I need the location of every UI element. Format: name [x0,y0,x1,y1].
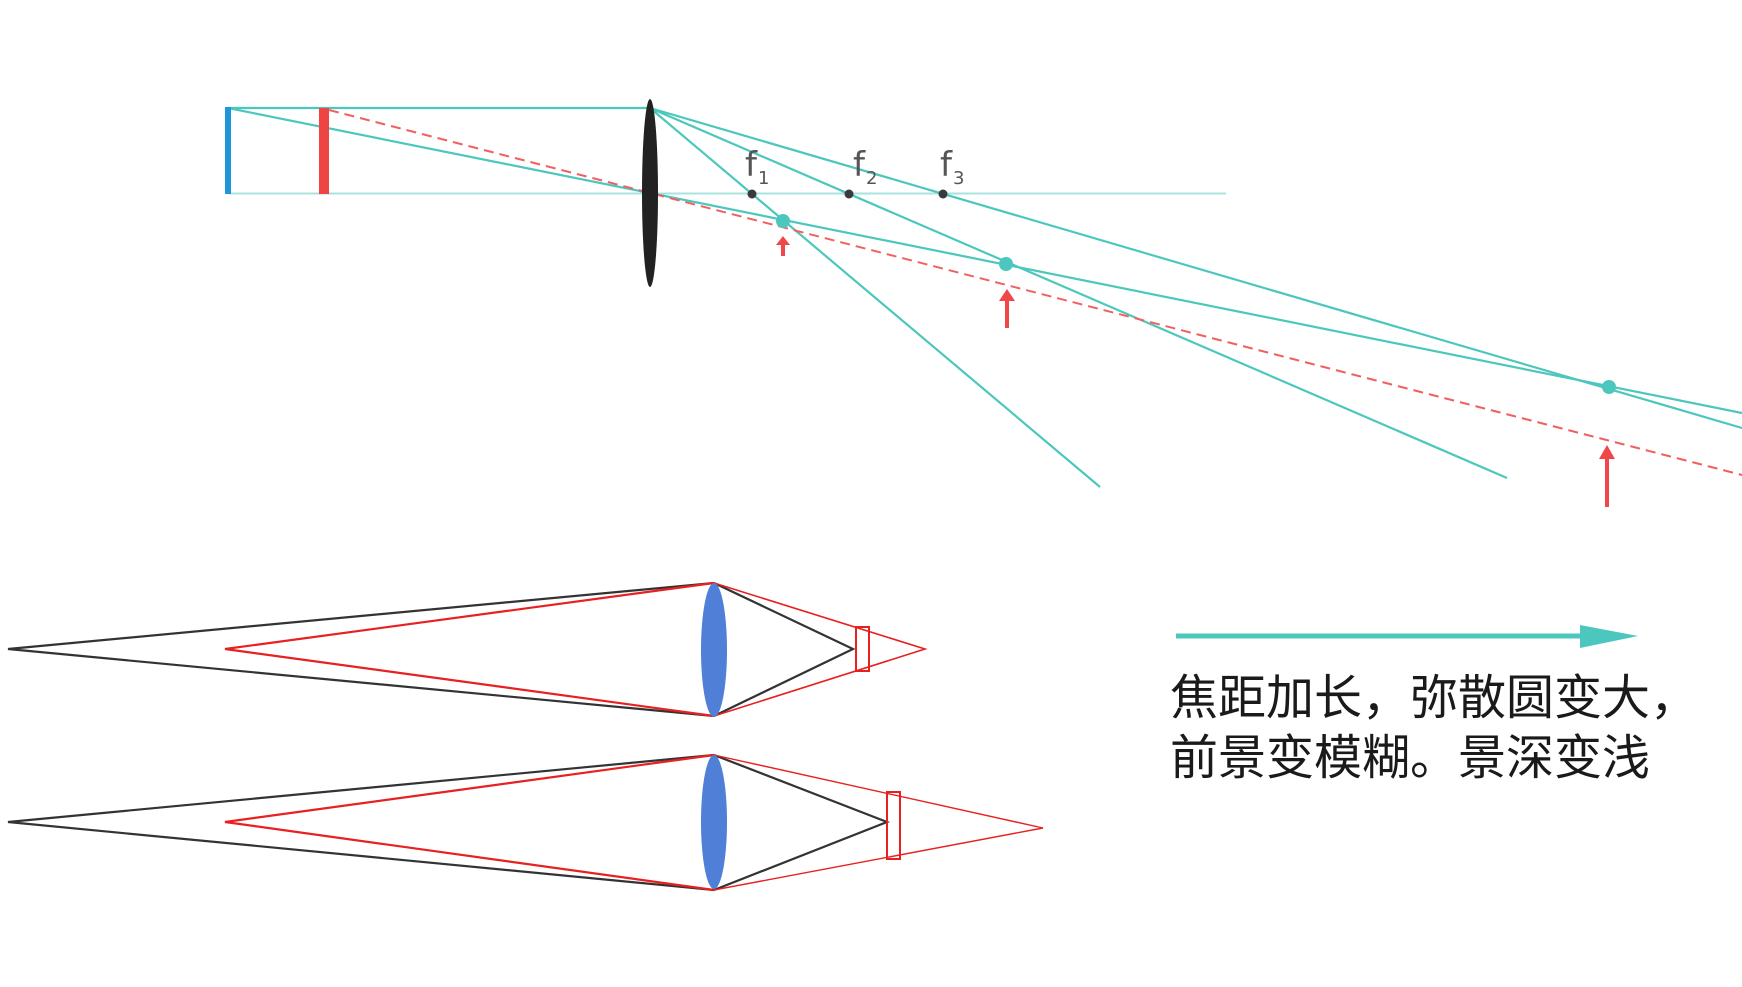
focal-point-f2-dot [844,189,854,199]
near-object-cone-front [224,581,715,718]
far-object-cone-back [713,753,891,892]
near-object-dashed-ray [328,109,1742,476]
ray-through-f1 [649,107,1101,488]
near-object-bar [319,108,329,194]
convex-lens [642,99,658,287]
image-point-1 [776,214,790,228]
cone-diagram-long-focal [7,753,1044,892]
image-arrow-3 [1599,445,1615,507]
circle-of-confusion-1 [855,626,870,672]
lens-1 [701,583,727,717]
top-ray-diagram: f1 f2 f3 [225,99,1742,507]
caption: 焦距加长，弥散圆变大， 前景变模糊。景深变浅 [1170,668,1698,788]
ray-through-f2 [649,106,1508,480]
focal-point-f1-dot [747,189,757,199]
far-object-cone-front [7,581,715,718]
image-point-3 [1602,380,1616,394]
focal-point-f3-dot [938,189,948,199]
image-arrow-1 [776,236,790,256]
circle-of-confusion-2 [886,791,901,860]
near-object-cone-back [713,582,928,717]
focal-label-f2: f2 [853,145,877,189]
near-object-cone-back [713,754,1044,891]
focal-label-f1: f1 [745,145,769,189]
ray-through-f3 [649,106,1742,430]
image-arrow-2 [999,289,1015,328]
image-point-2 [999,257,1013,271]
far-object-cone-front [7,753,715,892]
caption-line-2: 前景变模糊。景深变浅 [1170,730,1651,786]
near-object-cone-front [224,753,715,892]
lens-2 [701,755,727,889]
arrow-head-icon [1580,625,1638,648]
far-object-bar [225,107,231,194]
far-object-cone-back [713,582,856,717]
increase-direction-arrow [1176,625,1638,648]
chief-ray [227,106,1742,415]
cone-diagram-short-focal [7,581,928,718]
focal-label-f3: f3 [940,145,964,189]
caption-line-1: 焦距加长，弥散圆变大， [1170,670,1699,726]
